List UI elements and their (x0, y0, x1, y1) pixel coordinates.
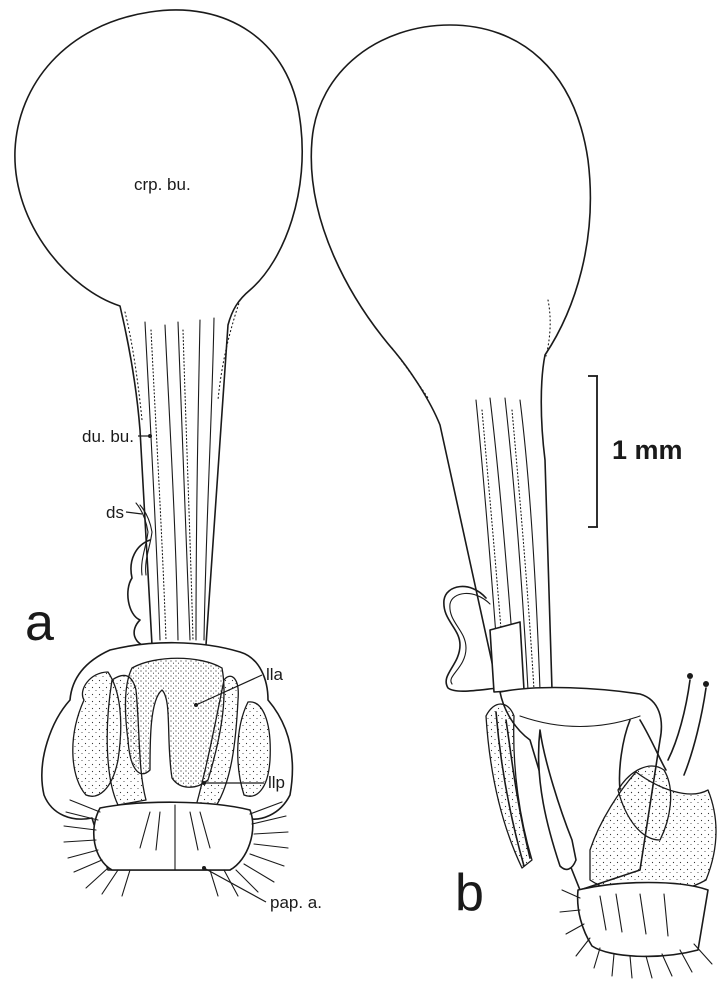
label-crp-bu: crp. bu. (134, 175, 191, 194)
label-llp: llp (268, 773, 285, 792)
label-pap-a: pap. a. (270, 893, 322, 912)
scale-bar-label: 1 mm (612, 435, 683, 465)
panel-a-drawing (15, 10, 302, 896)
panel-b-drawing (311, 25, 716, 978)
panel-label-b: b (455, 864, 484, 922)
label-du-bu: du. bu. (82, 427, 134, 446)
panel-label-a: a (25, 594, 54, 652)
label-ds: ds (106, 503, 124, 522)
scale-bar (588, 376, 598, 527)
corpus-bursae-a (15, 10, 302, 645)
label-lla: lla (266, 665, 284, 684)
